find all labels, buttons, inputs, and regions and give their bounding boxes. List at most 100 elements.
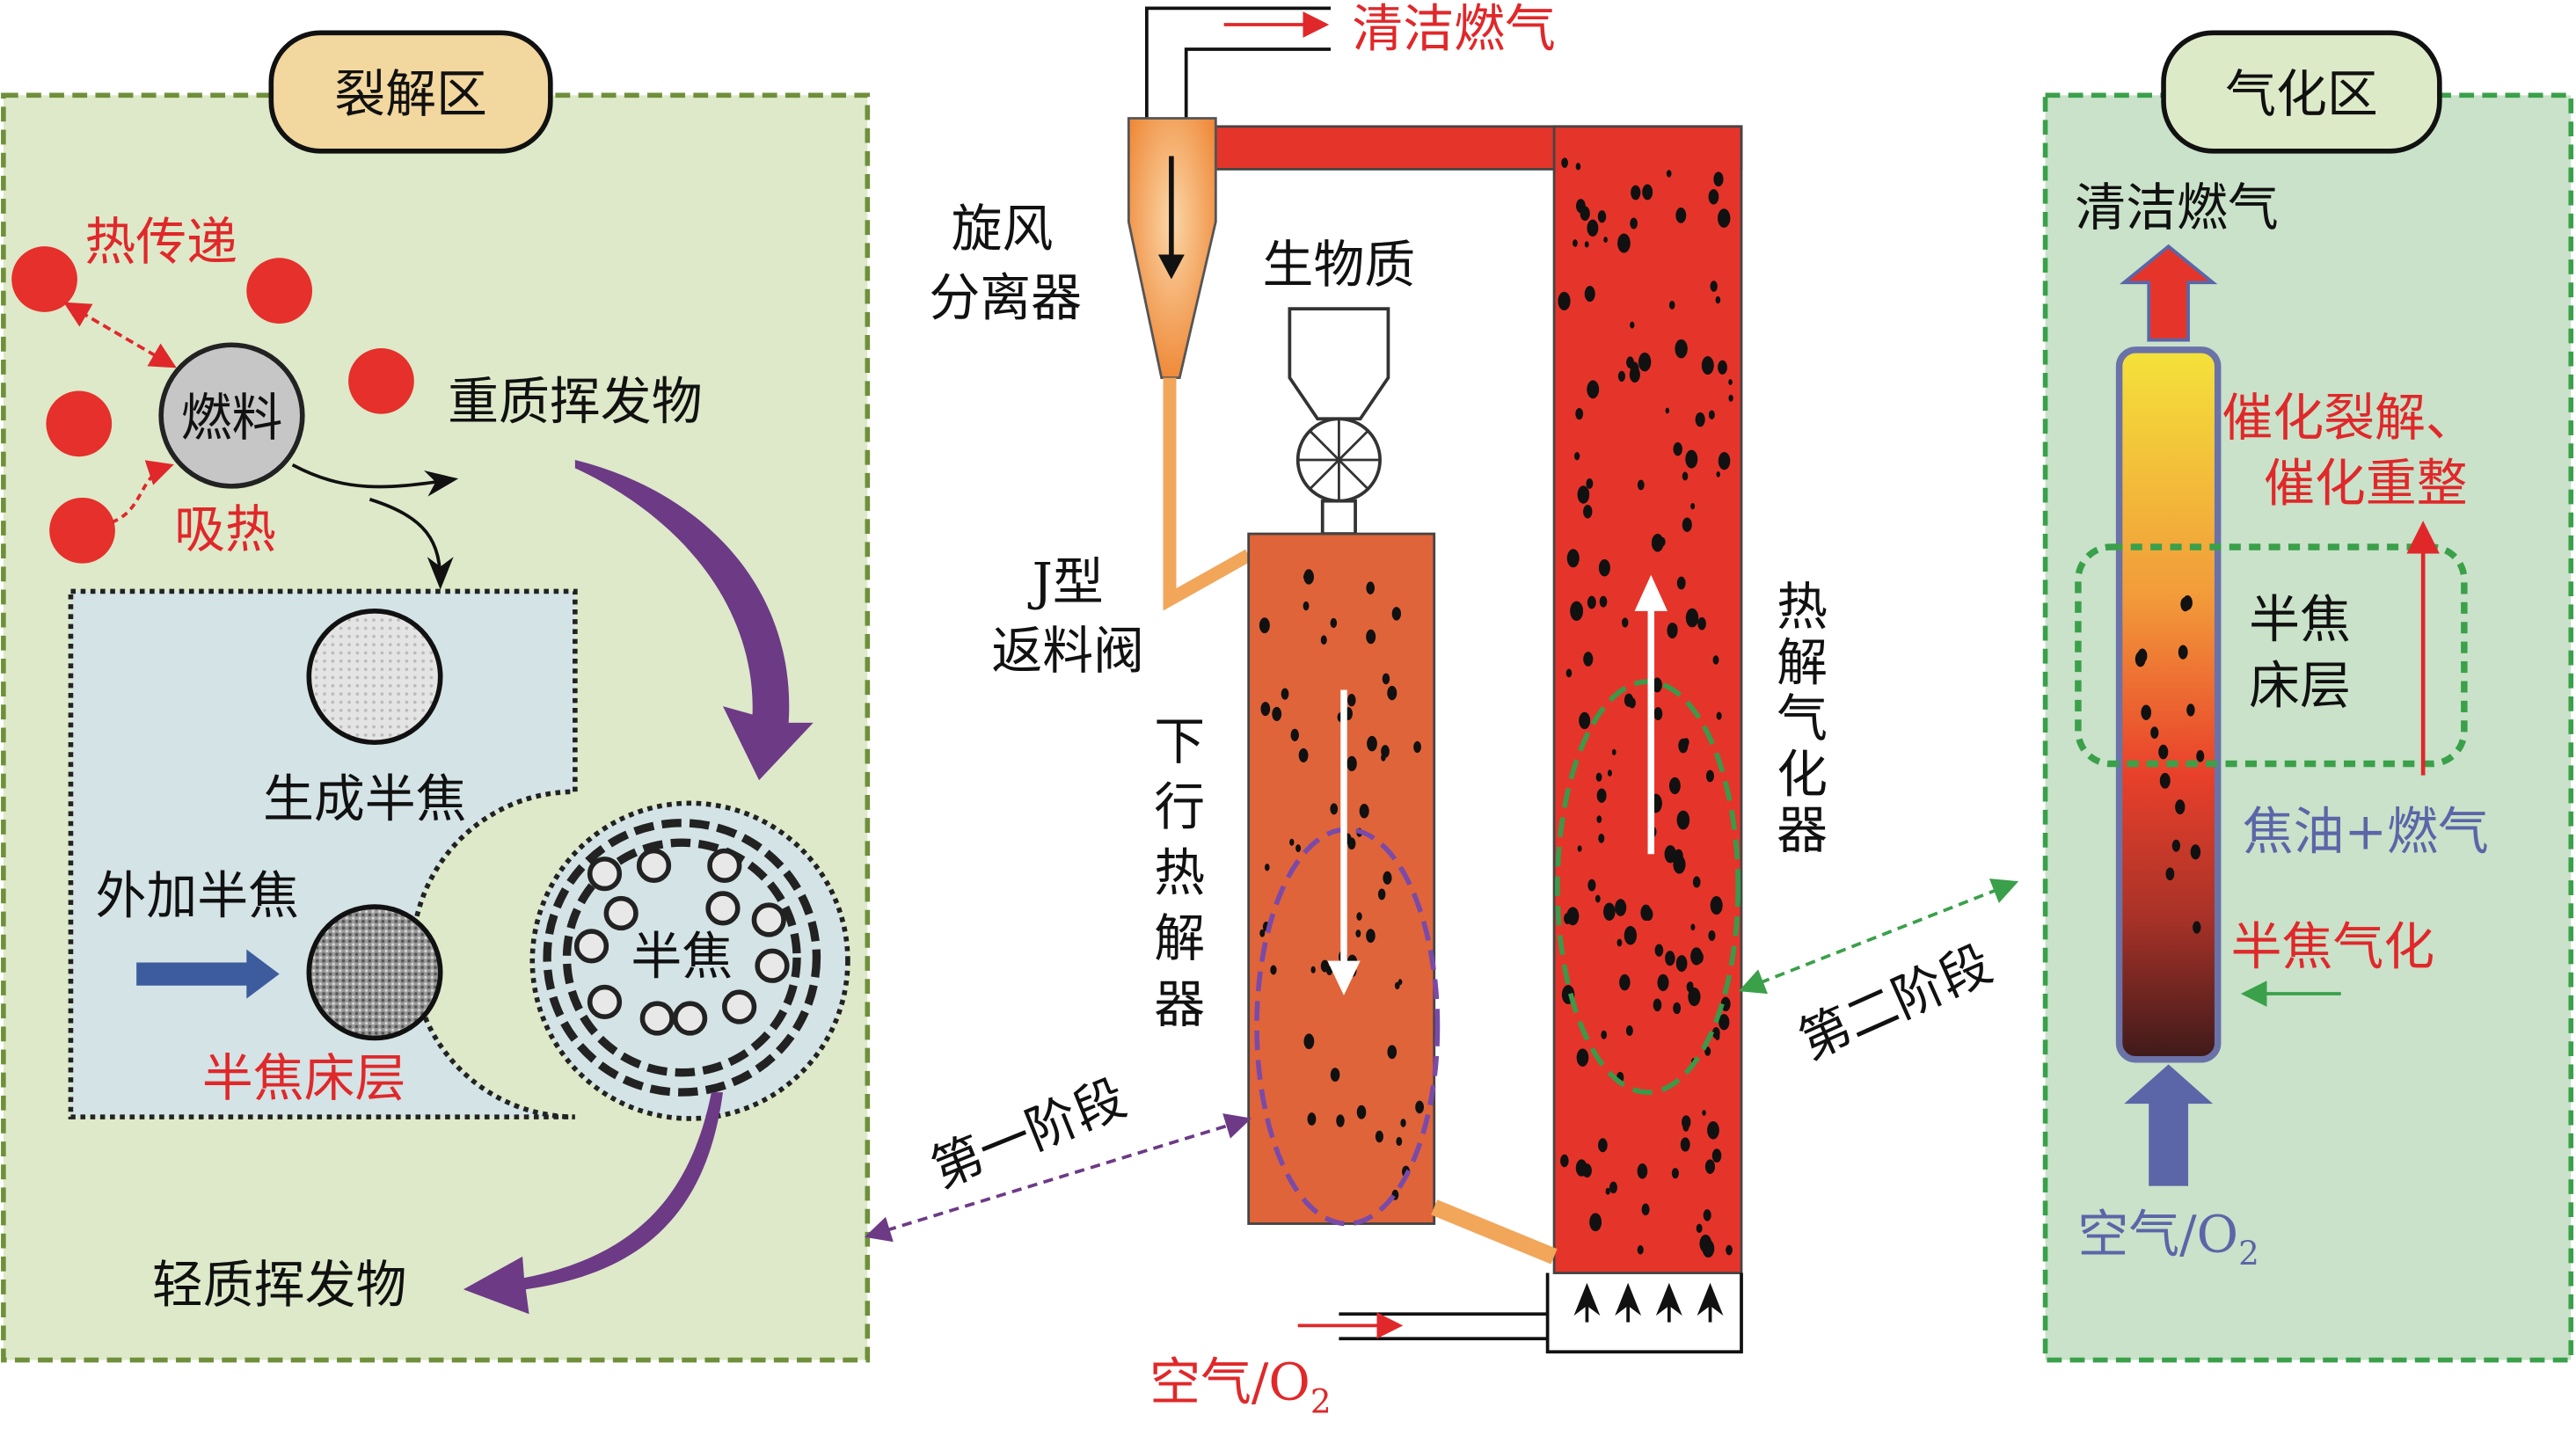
volatiles-arrow — [291, 463, 459, 497]
gas-outlet-pipe — [1184, 47, 1332, 119]
particle-dot — [1359, 803, 1369, 819]
particle-dot — [1594, 894, 1601, 903]
fuel-label: 燃料 — [181, 388, 283, 448]
particle-dot — [1653, 707, 1663, 721]
particle-dot — [1652, 677, 1662, 693]
particle-dot — [1695, 412, 1705, 427]
particle-dot — [1381, 754, 1386, 762]
particle-dot — [1330, 1068, 1340, 1083]
particle-dot — [1676, 810, 1690, 830]
particle-dot — [1575, 1159, 1587, 1177]
particle-dot — [1678, 738, 1689, 754]
pore — [639, 1001, 675, 1036]
cyclone-label-1: 旋风 — [952, 199, 1054, 259]
heat-particle — [348, 347, 414, 414]
char-particle-zoom: 半焦 — [529, 800, 850, 1121]
char-gasification-label: 半焦气化 — [2231, 916, 2435, 976]
stage-two-label: 第二阶段 — [1790, 934, 2000, 1071]
particle-dot — [2165, 867, 2175, 881]
particle-dot — [2150, 726, 2159, 740]
heat-transfer-arrow — [63, 302, 177, 368]
particle-dot — [1718, 360, 1727, 375]
particle-dot — [1586, 478, 1594, 489]
downer-flow-arrowhead — [1327, 960, 1361, 995]
particle-dot — [1601, 1030, 1607, 1039]
particle-dot — [1347, 693, 1356, 707]
particle-dot — [1611, 748, 1616, 755]
particle-dot — [1708, 930, 1716, 941]
particle-dot — [1558, 291, 1571, 310]
particle-dot — [1281, 688, 1289, 700]
particle-dot — [1584, 286, 1595, 303]
particle-dot — [2141, 704, 2152, 720]
heat-particle — [246, 258, 313, 324]
particle-dot — [1583, 505, 1593, 519]
particle-dot — [1303, 601, 1310, 611]
particle-dot — [1703, 1209, 1711, 1221]
pore — [751, 902, 786, 937]
downer-label-char: 下 — [1154, 711, 1205, 771]
particle-dot — [1303, 1033, 1315, 1050]
particle-dot — [1595, 772, 1602, 782]
particle-dot — [1685, 449, 1698, 469]
particle-dot — [1607, 769, 1612, 776]
particle-dot — [1626, 356, 1635, 368]
particle-dot — [1654, 944, 1664, 957]
particle-dot — [1716, 711, 1722, 720]
particle-dot — [1320, 959, 1330, 973]
particle-dot — [1387, 685, 1397, 701]
particle-dot — [1336, 1114, 1345, 1127]
heat-absorb-arrow — [111, 460, 174, 524]
char-bed-label-2: 床层 — [2249, 655, 2351, 715]
gas-outlet-pipe — [1144, 6, 1332, 119]
particle-dot — [1716, 471, 1720, 478]
particle-dot — [1665, 951, 1675, 966]
particle-dot — [1391, 607, 1402, 621]
gasifier-label-char: 解 — [1777, 632, 1828, 692]
particle-dot — [1653, 998, 1662, 1012]
particle-dot — [1289, 838, 1295, 846]
tube-particles — [2135, 595, 2205, 934]
particle-dot — [1573, 239, 1578, 247]
particle-dot — [1704, 1046, 1711, 1056]
heat-particle — [49, 497, 115, 564]
particle-dot — [2158, 744, 2169, 760]
particle-dot — [1366, 629, 1376, 645]
particle-dot — [1264, 864, 1270, 871]
clean-gas-label: 清洁燃气 — [2075, 178, 2279, 237]
downer-label-char: 行 — [1154, 777, 1205, 837]
particle-dot — [1579, 711, 1591, 730]
biomass-label: 生物质 — [1263, 235, 1416, 295]
particle-dot — [1705, 769, 1714, 783]
particle-dot — [1609, 1181, 1617, 1194]
particle-dot — [1711, 1148, 1722, 1163]
air-inlet-label: 空气/O2 — [1149, 1352, 1332, 1420]
particle-dot — [2171, 839, 2181, 852]
particle-dot — [1673, 1002, 1682, 1015]
particle-dot — [1615, 899, 1627, 916]
particle-dot — [1708, 410, 1715, 419]
downer-label-char: 器 — [1154, 974, 1205, 1034]
char-pores — [573, 848, 790, 1036]
gasifier-label-char: 热 — [1777, 577, 1828, 637]
heat-carrier-particles — [11, 246, 414, 564]
cyclone-arrowhead — [1157, 254, 1185, 280]
catalytic-label-1: 催化裂解、 — [2222, 388, 2476, 448]
particle-dot — [1603, 237, 1608, 244]
particle-dot — [1699, 1234, 1712, 1253]
particle-dot — [1295, 844, 1302, 853]
particle-dot — [1697, 616, 1706, 631]
particle-dot — [1584, 241, 1589, 248]
fuel-particle — [158, 342, 305, 489]
distributor-arrows — [1573, 1282, 1724, 1323]
char-arrow — [369, 498, 454, 590]
particle-dot — [1712, 655, 1719, 665]
char-bed-region — [2075, 543, 2468, 768]
particle-dot — [1377, 888, 1386, 900]
added-char-arrow — [136, 949, 280, 999]
particle-dot — [1624, 693, 1634, 707]
particle-dot — [1577, 845, 1582, 852]
particle-dot — [1688, 987, 1701, 1007]
particle-dot — [1715, 295, 1721, 304]
particle-dot — [1690, 502, 1696, 510]
